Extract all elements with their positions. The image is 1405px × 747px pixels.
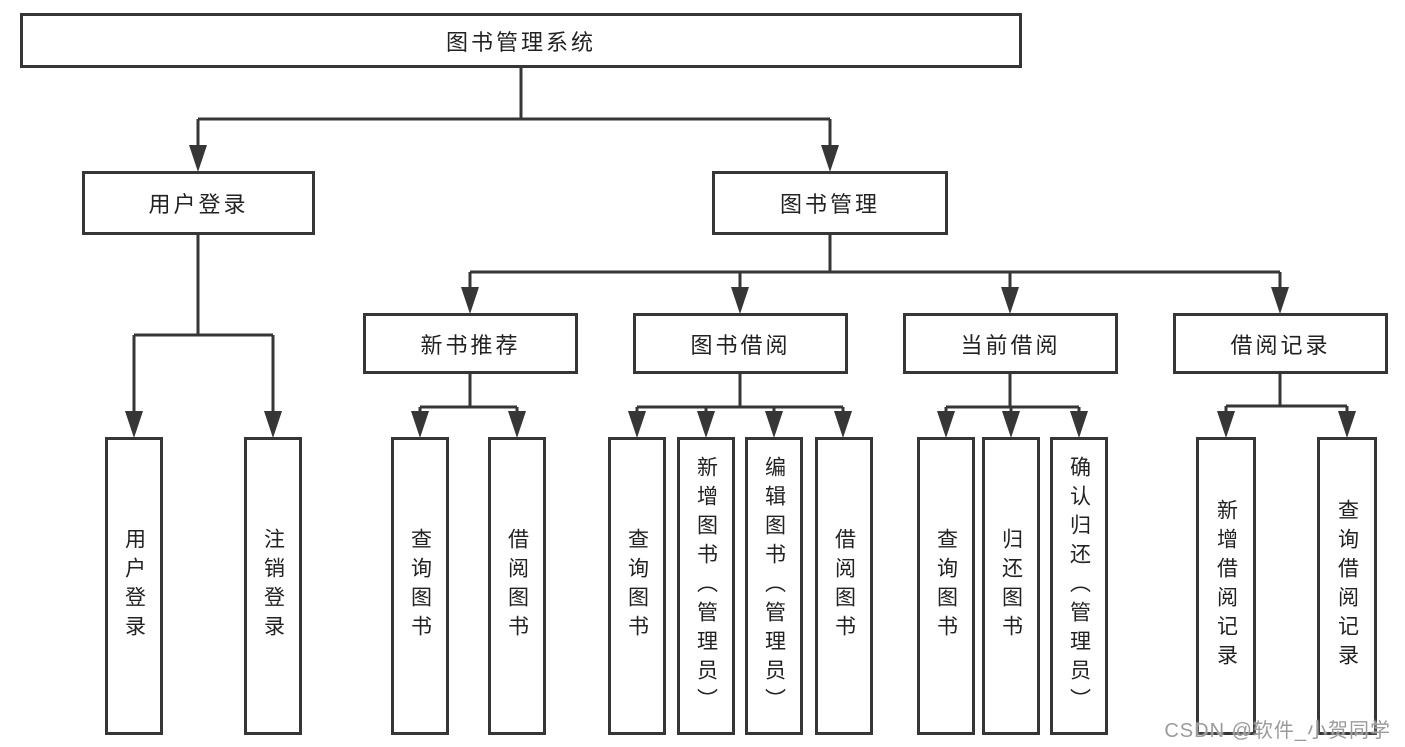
node-label: 查询图书 xyxy=(408,528,432,644)
leaf-bb-add-book-admin: 新增图书（管理员） xyxy=(677,437,735,735)
node-label: 图书借阅 xyxy=(690,332,791,358)
node-label: 用户登录 xyxy=(148,192,249,217)
node-new-book-recommendation: 新书推荐 xyxy=(363,313,578,374)
leaf-rec-borrow-book: 借阅图书 xyxy=(488,437,546,735)
node-label: 注销登录 xyxy=(261,528,285,644)
node-label: 图书管理 xyxy=(779,192,880,217)
leaf-bb-borrow-book: 借阅图书 xyxy=(815,437,873,735)
node-user-login-branch: 用户登录 xyxy=(82,171,315,235)
node-label: 查询借阅记录 xyxy=(1335,499,1359,673)
leaf-br-query-record: 查询借阅记录 xyxy=(1317,437,1377,735)
leaf-rec-query-book: 查询图书 xyxy=(391,437,449,735)
csdn-watermark: CSDN @软件_小贺同学 xyxy=(1164,720,1391,742)
node-label: 查询图书 xyxy=(625,528,649,644)
node-label: 新书推荐 xyxy=(420,332,521,358)
node-borrowing-records: 借阅记录 xyxy=(1173,313,1388,374)
leaf-bb-query-book: 查询图书 xyxy=(608,437,666,735)
node-label: 当前借阅 xyxy=(960,332,1061,358)
node-book-borrowing: 图书借阅 xyxy=(633,313,848,374)
node-current-borrowing: 当前借阅 xyxy=(903,313,1118,374)
node-label: 借阅图书 xyxy=(832,528,856,644)
leaf-cb-return-book: 归还图书 xyxy=(982,437,1040,735)
leaf-cb-confirm-return-admin: 确认归还（管理员） xyxy=(1050,437,1108,735)
node-label: 确认归还（管理员） xyxy=(1067,455,1091,717)
node-book-management-branch: 图书管理 xyxy=(712,171,948,235)
node-label: 编辑图书（管理员） xyxy=(762,455,786,717)
node-label: 借阅记录 xyxy=(1230,332,1331,358)
node-library-management-system: 图书管理系统 xyxy=(20,13,1022,68)
node-label: 新增借阅记录 xyxy=(1214,499,1238,673)
node-label: 用户登录 xyxy=(122,528,146,644)
leaf-logout: 注销登录 xyxy=(244,437,302,735)
leaf-user-login: 用户登录 xyxy=(105,437,163,735)
node-label: 借阅图书 xyxy=(505,528,529,644)
leaf-br-add-record: 新增借阅记录 xyxy=(1196,437,1256,735)
node-label: 新增图书（管理员） xyxy=(694,455,718,717)
node-label: 查询图书 xyxy=(934,528,958,644)
leaf-cb-query-book: 查询图书 xyxy=(917,437,975,735)
node-label: 图书管理系统 xyxy=(445,29,596,55)
node-label: 归还图书 xyxy=(999,528,1023,644)
leaf-bb-edit-book-admin: 编辑图书（管理员） xyxy=(745,437,803,735)
